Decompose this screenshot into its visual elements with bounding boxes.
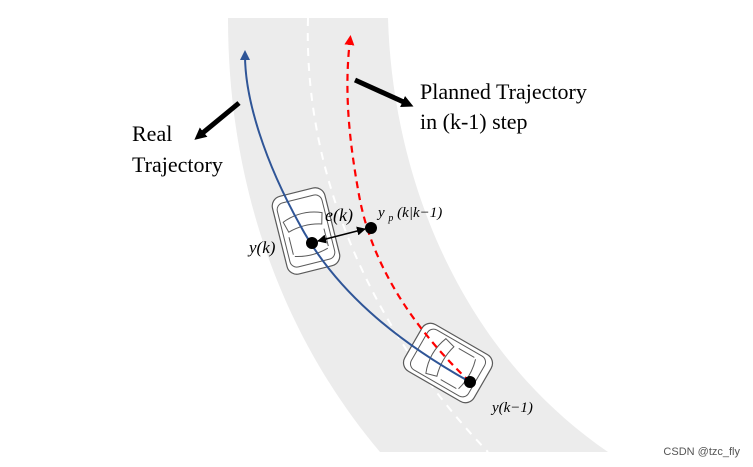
lane-divider	[306, 17, 489, 453]
real-trajectory-label-line2: Trajectory	[132, 152, 223, 177]
road-surface	[228, 18, 608, 452]
yp-label-sub: p	[387, 213, 393, 224]
real-trajectory-label-line1: Real	[132, 121, 172, 146]
yp-label-base: y	[376, 205, 385, 221]
planned-callout-arrow	[353, 77, 414, 107]
planned-trajectory-label-line1: Planned Trajectory	[420, 79, 587, 104]
yp-label-args: (k|k−1)	[397, 205, 442, 221]
planned-trajectory-line	[344, 35, 471, 383]
watermark: CSDN @tzc_fly	[663, 446, 740, 458]
error-arrow	[317, 226, 366, 244]
point-y-k	[306, 237, 318, 249]
point-yp-k	[365, 222, 377, 234]
point-y-k-minus-1	[464, 376, 476, 388]
yp-label: y p (k|k−1)	[376, 205, 442, 225]
real-callout-arrow	[194, 101, 241, 140]
planned-trajectory-label-line2: in (k-1) step	[420, 109, 528, 134]
error-label: e(k)	[325, 205, 353, 226]
y-k-label: y(k)	[247, 238, 276, 257]
real-trajectory-line	[240, 50, 471, 383]
y-k-minus-1-label: y(k−1)	[490, 400, 533, 416]
